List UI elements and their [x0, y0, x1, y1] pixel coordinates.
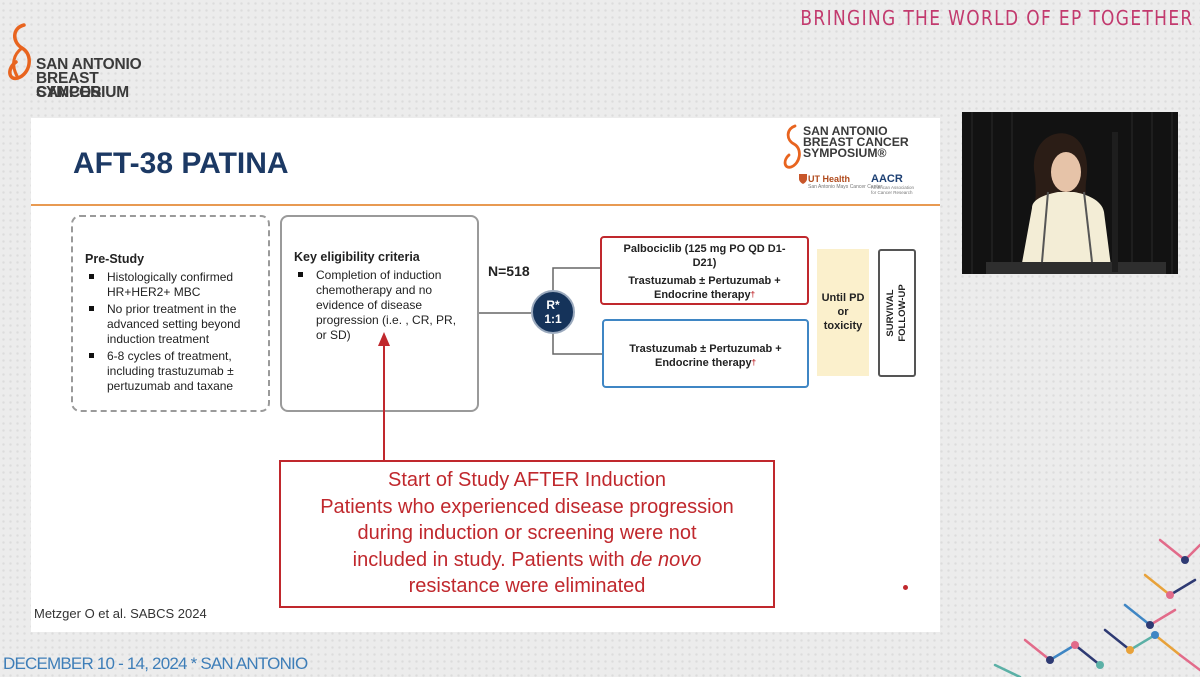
ut-shield-icon — [799, 174, 807, 184]
flow-connectors — [378, 267, 602, 460]
randomization-ratio: 1:1 — [544, 312, 562, 326]
prestudy-list: Histologically confirmed HR+HER2+ MBC No… — [85, 270, 265, 396]
callout-italic: de novo — [630, 548, 702, 571]
callout-line-5: resistance were eliminated — [408, 575, 646, 597]
slide-logo: SAN ANTONIO BREAST CANCER SYMPOSIUM® UT … — [779, 124, 919, 204]
ribbon-logo-icon — [783, 124, 801, 169]
eligibility-list: Completion of induction chemotherapy and… — [294, 268, 464, 345]
callout-line-1: Start of Study AFTER Induction — [388, 469, 666, 491]
prestudy-box: Pre-Study Histologically confirmed HR+HE… — [71, 215, 270, 412]
list-item: Completion of induction chemotherapy and… — [294, 268, 464, 343]
aacr-sub: American Association for Cancer Research — [871, 185, 915, 195]
presentation-slide: AFT-38 PATINA SAN ANTONIO BREAST CANCER … — [31, 118, 940, 632]
until-line-1: Until PD — [821, 292, 865, 304]
arm-control-box: Trastuzumab ± Pertuzumab + Endocrine the… — [602, 319, 809, 388]
sample-size-label: N=518 — [488, 263, 530, 279]
dagger-mark: † — [751, 358, 757, 367]
prestudy-heading: Pre-Study — [85, 252, 145, 266]
callout-line-3: during induction or screening were not — [357, 522, 697, 544]
list-item: No prior treatment in the advanced setti… — [85, 302, 265, 347]
arm2-line-2: Endocrine therapy† — [604, 356, 807, 370]
slide-title: AFT-38 PATINA — [73, 147, 289, 180]
decorative-molecule-pattern — [993, 538, 1200, 677]
list-item: Histologically confirmed HR+HER2+ MBC — [85, 270, 265, 300]
survival-line-2: FOLLOW-UP — [897, 284, 908, 342]
survival-line-1: SURVIVAL — [885, 289, 896, 337]
laser-pointer-dot — [903, 585, 908, 590]
arm1-line-2: D21) — [692, 257, 717, 269]
citation: Metzger O et al. SABCS 2024 — [34, 606, 207, 621]
slide-logo-line-1: SAN ANTONIO — [803, 124, 888, 138]
logo-line-1: SAN ANTONIO — [36, 56, 142, 73]
arm2-line-1: Trastuzumab ± Pertuzumab + — [629, 343, 782, 355]
callout-line-4: included in study. Patients with de novo — [281, 547, 773, 574]
callout-line-2: Patients who experienced disease progres… — [320, 495, 734, 518]
arm1-therapy: Endocrine therapy — [653, 289, 751, 301]
aacr-label: AACR — [871, 173, 903, 185]
ribbon-logo-icon — [8, 23, 31, 81]
arm-palbociclib-box: Palbociclib (125 mg PO QD D1- D21) Trast… — [600, 236, 809, 305]
conference-logo: SAN ANTONIO BREAST CANCER SYMPOSIUM — [4, 22, 144, 100]
speaker-image — [962, 112, 1178, 274]
survival-followup-box: SURVIVAL FOLLOW-UP — [878, 249, 916, 377]
survival-text: SURVIVAL FOLLOW-UP — [885, 284, 909, 341]
dagger-mark: † — [750, 290, 756, 299]
logo-line-2: BREAST CANCER — [36, 70, 102, 101]
slide-logo-line-3: SYMPOSIUM® — [803, 146, 887, 160]
arm1-line-1: Palbociclib (125 mg PO QD D1- — [623, 243, 786, 255]
event-date: DECEMBER 10 - 14, 2024 * SAN ANTONIO — [3, 654, 308, 673]
callout-line-4-prefix: included in study. Patients with — [352, 548, 631, 571]
until-line-3: toxicity — [823, 320, 863, 332]
eligibility-heading: Key eligibility criteria — [294, 250, 420, 264]
until-line-2: or — [837, 306, 849, 318]
arm2-therapy: Endocrine therapy — [654, 357, 752, 369]
arm1-line-3: Trastuzumab ± Pertuzumab + — [628, 275, 781, 287]
eligibility-box: Key eligibility criteria Completion of i… — [280, 215, 479, 412]
list-item: 6-8 cycles of treatment, including trast… — [85, 349, 265, 394]
ut-health-sub: San Antonio Mays Cancer Center — [808, 184, 883, 190]
randomization-node: R* 1:1 — [531, 290, 575, 334]
speaker-video — [962, 112, 1178, 274]
arm1-line-4: Endocrine therapy† — [602, 288, 807, 302]
title-divider — [31, 204, 940, 206]
logo-line-3: SYMPOSIUM — [36, 84, 129, 101]
callout-box: Start of Study AFTER Induction Patients … — [279, 460, 775, 608]
ut-health-label: UT Health — [808, 174, 851, 184]
randomization-label: R* — [546, 298, 560, 312]
until-pd-box: Until PD or toxicity — [817, 249, 869, 376]
slide-logo-line-2: BREAST CANCER — [803, 135, 909, 149]
tagline: BRINGING THE WORLD OF EP TOGETHER — [800, 6, 1194, 30]
